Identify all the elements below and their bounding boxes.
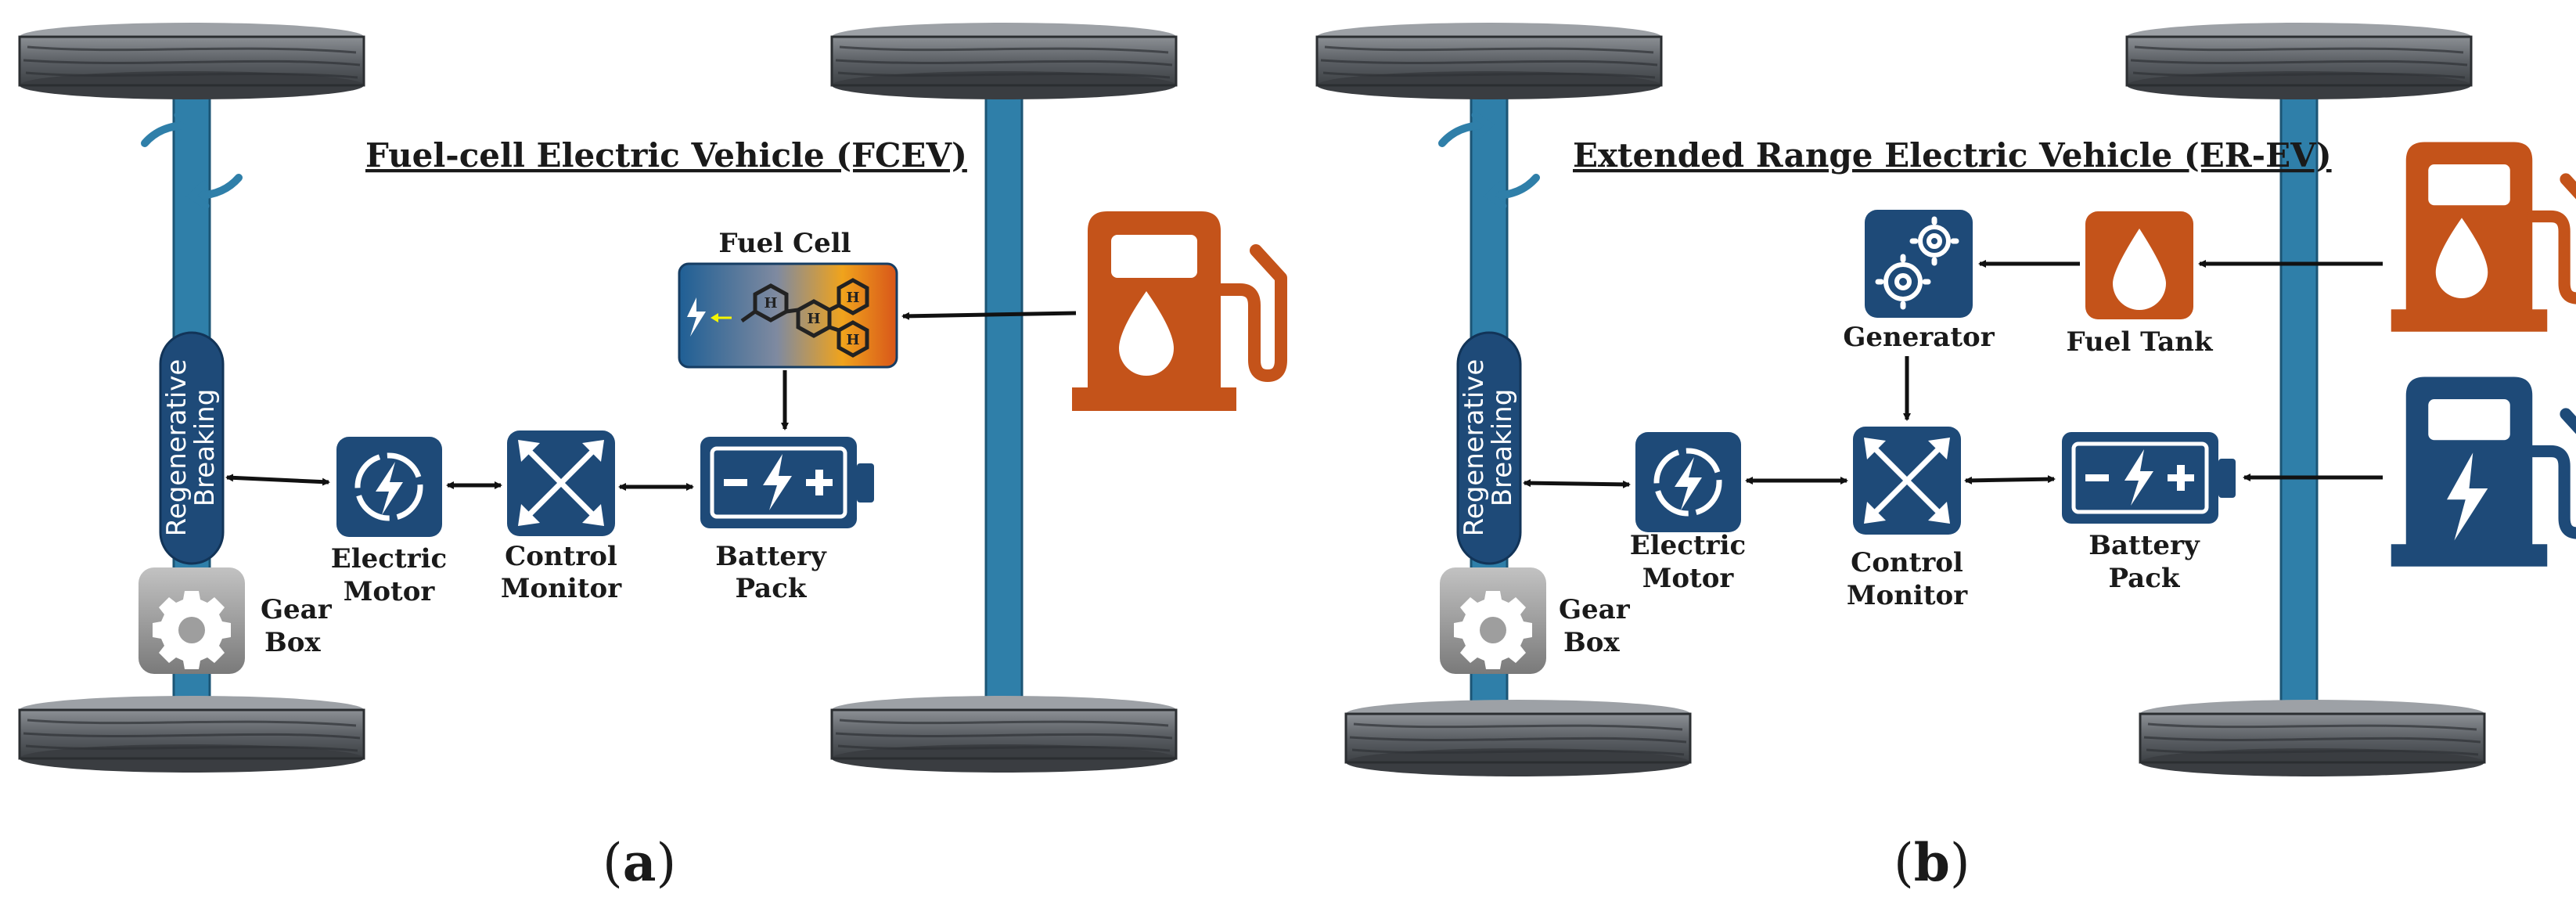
right-axle <box>984 73 1024 733</box>
wheel-icon <box>18 694 365 774</box>
gear-box: Gear Box <box>1440 567 1631 674</box>
fuel-tank: Fuel Tank <box>2067 211 2214 358</box>
hydrogen-atom-label: H <box>846 290 859 306</box>
gear-box: Gear Box <box>139 567 333 674</box>
rotation-arrows-icon <box>141 111 243 210</box>
rotation-arrows-icon <box>1438 111 1540 210</box>
battery-icon <box>2062 432 2236 524</box>
regen-label-line1: Regenerative <box>161 359 192 537</box>
motor-label-line1: Electric <box>1630 530 1746 561</box>
fuel-tank-label: Fuel Tank <box>2067 326 2214 358</box>
control-monitor: Control Monitor <box>501 430 622 604</box>
connectors-a <box>225 311 1077 491</box>
gear-icon <box>153 591 231 669</box>
motor-label-line2: Motor <box>344 576 436 607</box>
battery-pack: Battery Pack <box>2062 432 2236 594</box>
caption-a: (a) <box>603 832 676 893</box>
battery-label-line2: Pack <box>2109 563 2181 594</box>
fuel-cell-label: Fuel Cell <box>718 228 851 259</box>
panel-a-title: Fuel-cell Electric Vehicle (FCEV) <box>365 136 967 175</box>
hydrogen-atom-label: H <box>846 332 859 348</box>
electric-motor: Electric Motor <box>1630 432 1746 594</box>
fuel-pump-icon <box>1072 211 1281 411</box>
generator-label: Generator <box>1843 322 1995 353</box>
fuel-pump-icon <box>2391 142 2576 332</box>
gearbox-label-line1: Gear <box>1559 594 1631 625</box>
gearbox-label-line1: Gear <box>261 594 333 625</box>
panel-b: Extended Range Electric Vehicle (ER-EV) … <box>1315 21 2576 893</box>
battery-label-line2: Pack <box>736 573 808 604</box>
regen-label-line2: Breaking <box>1487 389 1518 507</box>
regenerative-braking: Regenerative Breaking <box>1456 331 1522 565</box>
ev-charger-icon <box>2391 377 2576 567</box>
control-label-line1: Control <box>1851 547 1963 578</box>
regen-label-line2: Breaking <box>189 389 221 507</box>
electric-motor: Electric Motor <box>331 437 447 607</box>
generator: Generator <box>1843 210 1995 353</box>
battery-icon <box>700 437 874 528</box>
regenerative-braking: Regenerative Breaking <box>159 331 225 565</box>
battery-label-line1: Battery <box>2089 530 2200 561</box>
wheel-icon <box>1315 21 1663 101</box>
control-label-line2: Monitor <box>501 573 622 604</box>
hydrogen-atom-label: H <box>764 295 777 312</box>
motor-label-line1: Electric <box>331 543 447 575</box>
wheel-icon <box>830 21 1178 101</box>
wheel-icon <box>830 694 1178 774</box>
control-monitor: Control Monitor <box>1847 427 1968 611</box>
panel-b-title: Extended Range Electric Vehicle (ER-EV) <box>1573 136 2332 175</box>
gearbox-label-line2: Box <box>1563 627 1620 658</box>
hydrogen-atom-label: H <box>807 311 820 327</box>
wheel-icon <box>1344 698 1692 778</box>
battery-pack: Battery Pack <box>700 437 874 604</box>
gear-icon <box>1454 591 1532 669</box>
battery-label-line1: Battery <box>715 541 827 572</box>
caption-b: (b) <box>1894 832 1970 893</box>
regen-label-line1: Regenerative <box>1459 359 1490 537</box>
wheel-icon <box>2125 21 2473 101</box>
generator-icon <box>1865 210 1973 318</box>
control-label-line1: Control <box>505 541 617 572</box>
wheel-icon <box>18 21 365 101</box>
fuel-cell-icon: H H H H <box>678 262 898 369</box>
connectors-b <box>1523 260 2383 488</box>
panel-a: Fuel-cell Electric Vehicle (FCEV) Regene… <box>18 21 1281 893</box>
fuel-cell: Fuel Cell H H <box>678 228 898 369</box>
motor-label-line2: Motor <box>1642 563 1735 594</box>
control-label-line2: Monitor <box>1847 580 1968 611</box>
wheel-icon <box>2139 698 2486 778</box>
gearbox-label-line2: Box <box>264 627 321 658</box>
